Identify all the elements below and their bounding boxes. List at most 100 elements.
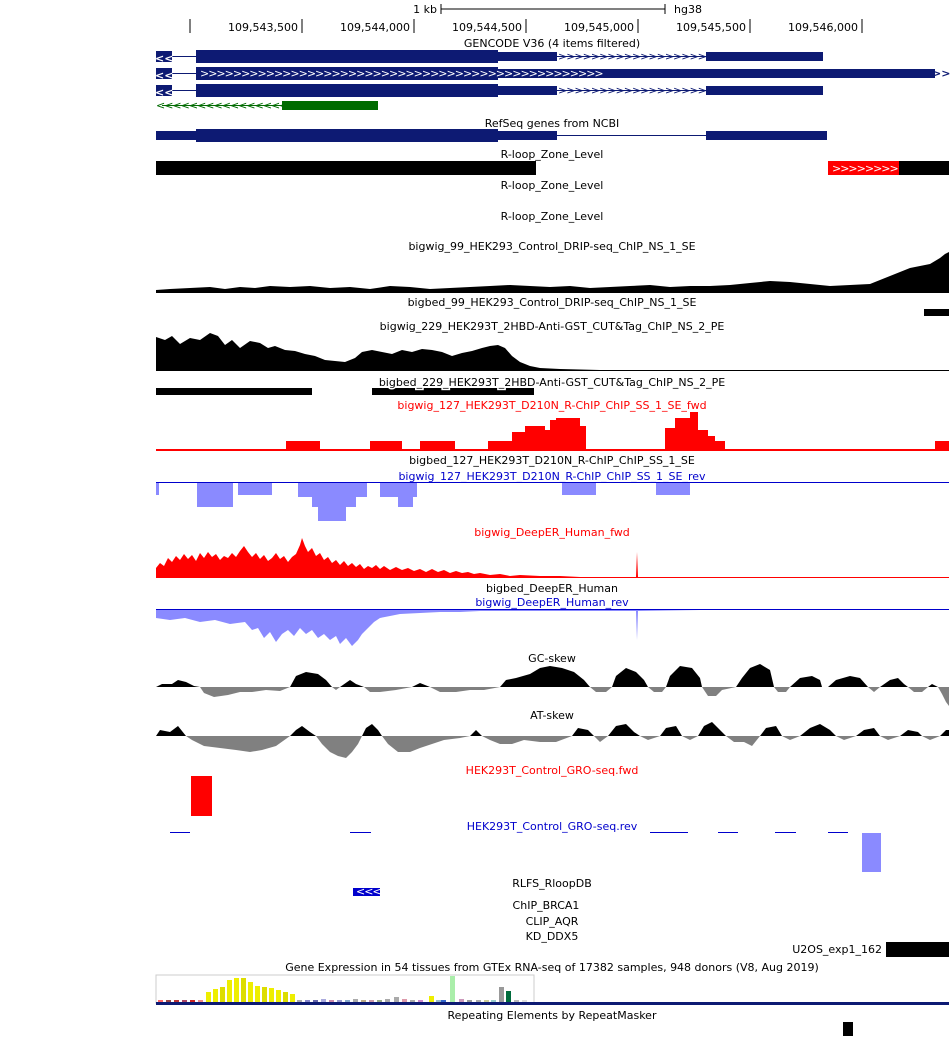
- ruler-tick-label: 109,546,000: [788, 21, 858, 34]
- gtex-tissue-bar[interactable]: [385, 999, 390, 1002]
- rlfs-track[interactable]: <<< RLFS_RloopDB: [353, 877, 592, 898]
- gtex-tissue-bar[interactable]: [255, 986, 260, 1002]
- gtex-tissue-bar[interactable]: [220, 987, 225, 1002]
- gtex-tissue-bar[interactable]: [305, 1000, 310, 1002]
- track-label-gencode: GENCODE V36 (4 items filtered): [464, 37, 640, 50]
- svg-text:>>: >>: [932, 67, 950, 80]
- rloop-zone-track-1[interactable]: R-loop_Zone_Level >>>>>>>>>>>>: [156, 148, 949, 175]
- track-label-refseq: RefSeq genes from NCBI: [485, 117, 620, 130]
- gtex-tissue-bar[interactable]: [418, 1000, 423, 1002]
- gtex-tissue-bar[interactable]: [337, 1000, 342, 1002]
- track-label-deeper-rev: bigwig_DeepER_Human_rev: [475, 596, 629, 609]
- rloop-zone-track-3[interactable]: R-loop_Zone_Level: [501, 210, 604, 223]
- track-label-cut-wig: bigwig_229_HEK293T_2HBD-Anti-GST_CUT&Tag…: [380, 320, 725, 333]
- track-label-rloop: R-loop_Zone_Level: [501, 210, 604, 223]
- gtex-tissue-bar[interactable]: [269, 988, 274, 1002]
- gtex-tissue-bar[interactable]: [283, 992, 288, 1002]
- gtex-tissue-bar[interactable]: [377, 1000, 382, 1002]
- gtex-tissue-bar[interactable]: [321, 999, 326, 1002]
- gtex-tissue-bar[interactable]: [248, 982, 253, 1002]
- gtex-tissue-bar[interactable]: [174, 1000, 179, 1002]
- gtex-bars: [158, 976, 527, 1002]
- ruler-tick-label: 109,544,500: [452, 21, 522, 34]
- gtex-tissue-bar[interactable]: [484, 1000, 489, 1002]
- track-label-rmsk: Repeating Elements by RepeatMasker: [448, 1009, 657, 1022]
- gtex-tissue-bar[interactable]: [262, 987, 267, 1002]
- track-label-u2os: U2OS_exp1_162: [792, 943, 882, 956]
- gtex-tissue-bar[interactable]: [514, 1000, 519, 1002]
- gtex-tissue-bar[interactable]: [234, 978, 239, 1002]
- gtex-tissue-bar[interactable]: [369, 1000, 374, 1002]
- track-label-gro-rev: HEK293T_Control_GRO-seq.rev: [467, 820, 638, 833]
- track-label-deeper-fwd: bigwig_DeepER_Human_fwd: [474, 526, 629, 539]
- track-label-gc: GC-skew: [528, 652, 576, 665]
- base-position-ruler[interactable]: 109,543,500 109,544,000 109,544,500 109,…: [189, 19, 863, 34]
- svg-text:<<<: <<<: [356, 885, 381, 898]
- gtex-tissue-bar[interactable]: [241, 978, 246, 1002]
- rloop-zone-track-2[interactable]: R-loop_Zone_Level: [501, 179, 604, 192]
- svg-text:>>>>>>>>>>>>>>>>>>>>>>>>>>>>>>: >>>>>>>>>>>>>>>>>>>>>>>>>>>>>>>>>>>>>>>>…: [200, 67, 603, 80]
- refseq-track[interactable]: RefSeq genes from NCBI: [156, 117, 827, 142]
- svg-text:<<: <<: [155, 86, 173, 99]
- deeper-fwd-signal-track[interactable]: bigwig_DeepER_Human_fwd bigbed_DeepER_Hu…: [156, 526, 949, 595]
- gtex-tissue-bar[interactable]: [459, 999, 464, 1002]
- gtex-tissue-bar[interactable]: [491, 1000, 496, 1002]
- gtex-tissue-bar[interactable]: [353, 999, 358, 1002]
- repeatmasker-track[interactable]: Repeating Elements by RepeatMasker: [448, 1009, 853, 1036]
- track-label-drip-wig: bigwig_99_HEK293_Control_DRIP-seq_ChIP_N…: [408, 240, 695, 253]
- gtex-tissue-bar[interactable]: [213, 989, 218, 1002]
- gtex-tissue-bar[interactable]: [329, 1000, 334, 1002]
- gencode-track[interactable]: GENCODE V36 (4 items filtered) >>>>>>>>>…: [155, 37, 950, 112]
- scale-label: 1 kb: [413, 3, 437, 16]
- gtex-tissue-bar[interactable]: [476, 1000, 481, 1002]
- gtex-tissue-bar[interactable]: [402, 999, 407, 1002]
- gtex-tissue-bar[interactable]: [467, 1000, 472, 1002]
- rchip-fwd-signal-track[interactable]: bigwig_127_HEK293T_D210N_R-ChIP_ChIP_SS_…: [156, 399, 949, 467]
- gro-seq-fwd-track[interactable]: HEK293T_Control_GRO-seq.fwd: [191, 764, 638, 816]
- gtex-tissue-bar[interactable]: [290, 994, 295, 1002]
- gtex-tissue-bar[interactable]: [361, 1000, 366, 1002]
- gtex-plot-frame: [155, 974, 535, 1004]
- gtex-tissue-bar[interactable]: [276, 990, 281, 1002]
- gtex-tissue-bar[interactable]: [206, 992, 211, 1002]
- gtex-tissue-bar[interactable]: [506, 991, 511, 1002]
- track-label-rchip-bed: bigbed_127_HEK293T_D210N_R-ChIP_ChIP_SS_…: [409, 454, 695, 467]
- track-label-rlfs: RLFS_RloopDB: [512, 877, 592, 890]
- track-label-aqr: CLIP_AQR: [526, 915, 579, 928]
- u2os-track[interactable]: U2OS_exp1_162: [792, 942, 949, 957]
- gtex-tissue-bar[interactable]: [522, 1000, 527, 1002]
- gtex-tissue-bar[interactable]: [410, 1000, 415, 1002]
- track-label-deeper-bed: bigbed_DeepER_Human: [486, 582, 618, 595]
- gtex-tissue-bar[interactable]: [436, 1000, 441, 1002]
- svg-text:>>>>>>>>>>>>>>>>>>>>>>>: >>>>>>>>>>>>>>>>>>>>>>>: [558, 84, 748, 97]
- track-label-at: AT-skew: [530, 709, 574, 722]
- track-label-cut-bed: bigbed_229_HEK293T_2HBD-Anti-GST_CUT&Tag…: [379, 376, 725, 389]
- gtex-tissue-bar[interactable]: [166, 1000, 171, 1002]
- track-label-brca1: ChIP_BRCA1: [513, 899, 580, 912]
- gtex-tissue-bar[interactable]: [198, 1000, 203, 1002]
- track-label-gro-fwd: HEK293T_Control_GRO-seq.fwd: [466, 764, 639, 777]
- rchip-rev-signal-track[interactable]: bigwig_127_HEK293T_D210N_R-ChIP_ChIP_SS_…: [156, 470, 949, 521]
- gtex-tissue-bar[interactable]: [429, 996, 434, 1002]
- gtex-tissue-bar[interactable]: [345, 1000, 350, 1002]
- drip-seq-signal-track[interactable]: bigwig_99_HEK293_Control_DRIP-seq_ChIP_N…: [156, 240, 949, 316]
- gtex-tissue-bar[interactable]: [450, 976, 455, 1002]
- gtex-tissue-bar[interactable]: [499, 987, 504, 1002]
- gtex-tissue-bar[interactable]: [227, 980, 232, 1002]
- cut-and-tag-signal-track[interactable]: bigwig_229_HEK293T_2HBD-Anti-GST_CUT&Tag…: [156, 320, 949, 395]
- gro-seq-rev-track[interactable]: HEK293T_Control_GRO-seq.rev: [170, 820, 881, 872]
- rloop-factor-tracks[interactable]: ChIP_BRCA1 CLIP_AQR KD_DDX5: [513, 899, 580, 943]
- gc-skew-track[interactable]: GC-skew: [156, 652, 949, 706]
- gtex-tissue-bar[interactable]: [158, 1000, 163, 1002]
- at-skew-track[interactable]: AT-skew: [156, 709, 949, 758]
- gtex-tissue-bar[interactable]: [441, 1000, 446, 1002]
- gtex-tissue-bar[interactable]: [182, 1000, 187, 1002]
- gtex-tissue-bar[interactable]: [313, 1000, 318, 1002]
- gtex-tissue-bar[interactable]: [190, 1000, 195, 1002]
- track-label-ddx5: KD_DDX5: [526, 930, 579, 943]
- gtex-expression-track[interactable]: Gene Expression in 54 tissues from GTEx …: [155, 961, 949, 1005]
- gtex-tissue-bar[interactable]: [297, 1000, 302, 1002]
- deeper-rev-signal-track[interactable]: bigwig_DeepER_Human_rev: [156, 596, 949, 646]
- gtex-tissue-bar[interactable]: [394, 997, 399, 1002]
